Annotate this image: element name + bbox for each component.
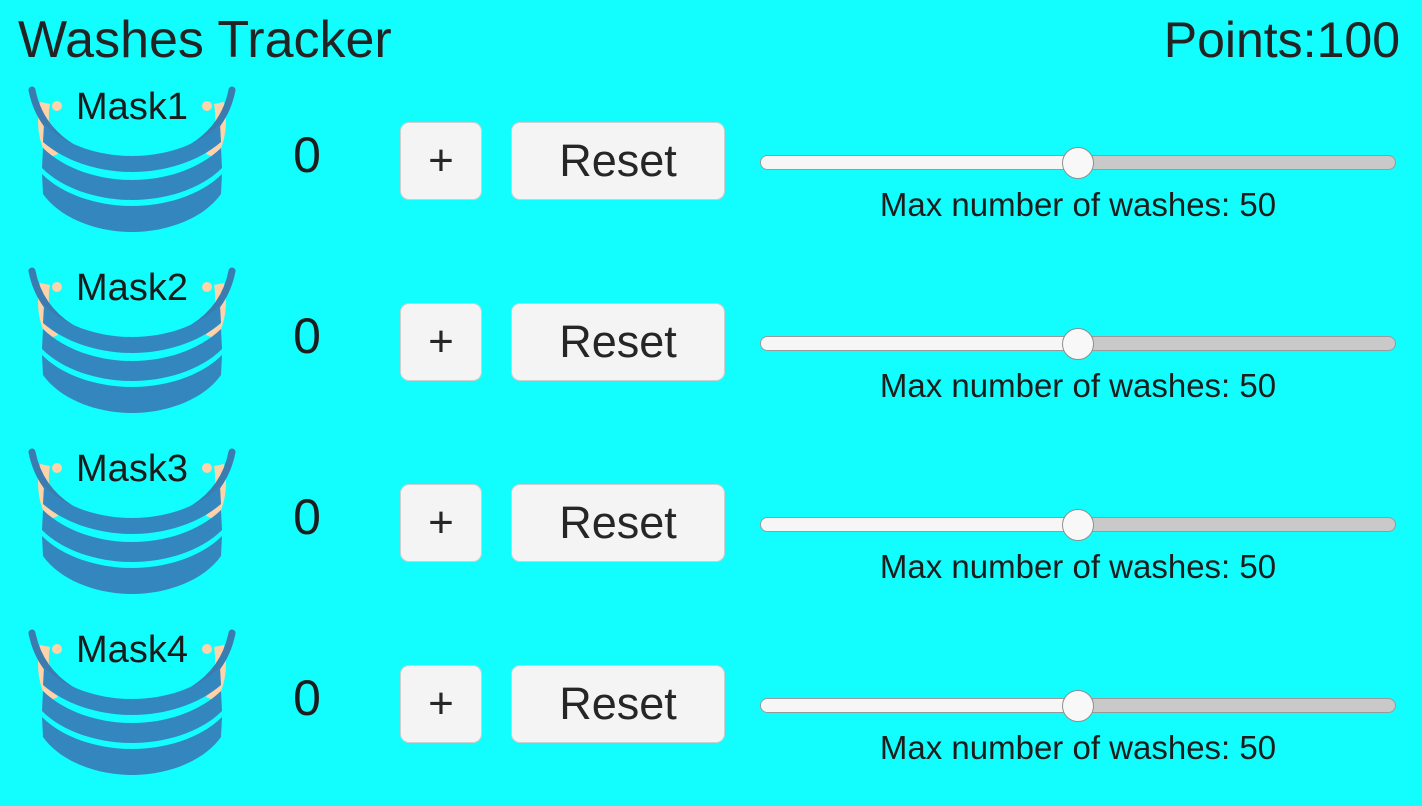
slider-thumb[interactable]	[1062, 147, 1094, 179]
reset-button[interactable]: Reset	[511, 303, 725, 381]
max-washes-caption: Max number of washes: 50	[879, 729, 1277, 766]
increment-button[interactable]: +	[400, 484, 482, 562]
wash-count: 0	[293, 127, 321, 183]
page-title: Washes Tracker	[18, 11, 392, 69]
app-header: Washes Tracker Points:100	[0, 0, 1422, 80]
slider-track-fill	[761, 518, 1078, 531]
mask-row: Mask3 0 + Reset Max number of washes: 50	[0, 444, 1422, 625]
mask-row: Mask2 0 + Reset Max number of washes: 50	[0, 263, 1422, 444]
max-washes-slider[interactable]	[760, 687, 1396, 722]
max-washes-caption: Max number of washes: 50	[879, 186, 1277, 223]
max-washes-slider[interactable]	[760, 506, 1396, 541]
max-washes-caption: Max number of washes: 50	[879, 548, 1277, 585]
slider-track-fill	[761, 699, 1078, 712]
slider-thumb[interactable]	[1062, 509, 1094, 541]
slider-track-fill	[761, 337, 1078, 350]
mask-row-list: Mask1 0 + Reset Max number of washes: 50	[0, 82, 1422, 806]
reset-button[interactable]: Reset	[511, 122, 725, 200]
max-washes-slider[interactable]	[760, 144, 1396, 179]
max-washes-slider[interactable]	[760, 325, 1396, 360]
mask-row: Mask1 0 + Reset Max number of washes: 50	[0, 82, 1422, 263]
increment-button[interactable]: +	[400, 122, 482, 200]
max-washes-caption: Max number of washes: 50	[879, 367, 1277, 404]
wash-count: 0	[293, 308, 321, 364]
points-display: Points:100	[1163, 12, 1400, 68]
increment-button[interactable]: +	[400, 665, 482, 743]
face-mask-icon: Mask2	[14, 265, 250, 417]
mask-row: Mask4 0 + Reset Max number of washes: 50	[0, 625, 1422, 806]
face-mask-icon: Mask4	[14, 627, 250, 779]
wash-count: 0	[293, 670, 321, 726]
reset-button[interactable]: Reset	[511, 665, 725, 743]
increment-button[interactable]: +	[400, 303, 482, 381]
face-mask-icon: Mask1	[14, 84, 250, 236]
slider-thumb[interactable]	[1062, 328, 1094, 360]
wash-count: 0	[293, 489, 321, 545]
slider-track-fill	[761, 156, 1078, 169]
slider-thumb[interactable]	[1062, 690, 1094, 722]
reset-button[interactable]: Reset	[511, 484, 725, 562]
face-mask-icon: Mask3	[14, 446, 250, 598]
